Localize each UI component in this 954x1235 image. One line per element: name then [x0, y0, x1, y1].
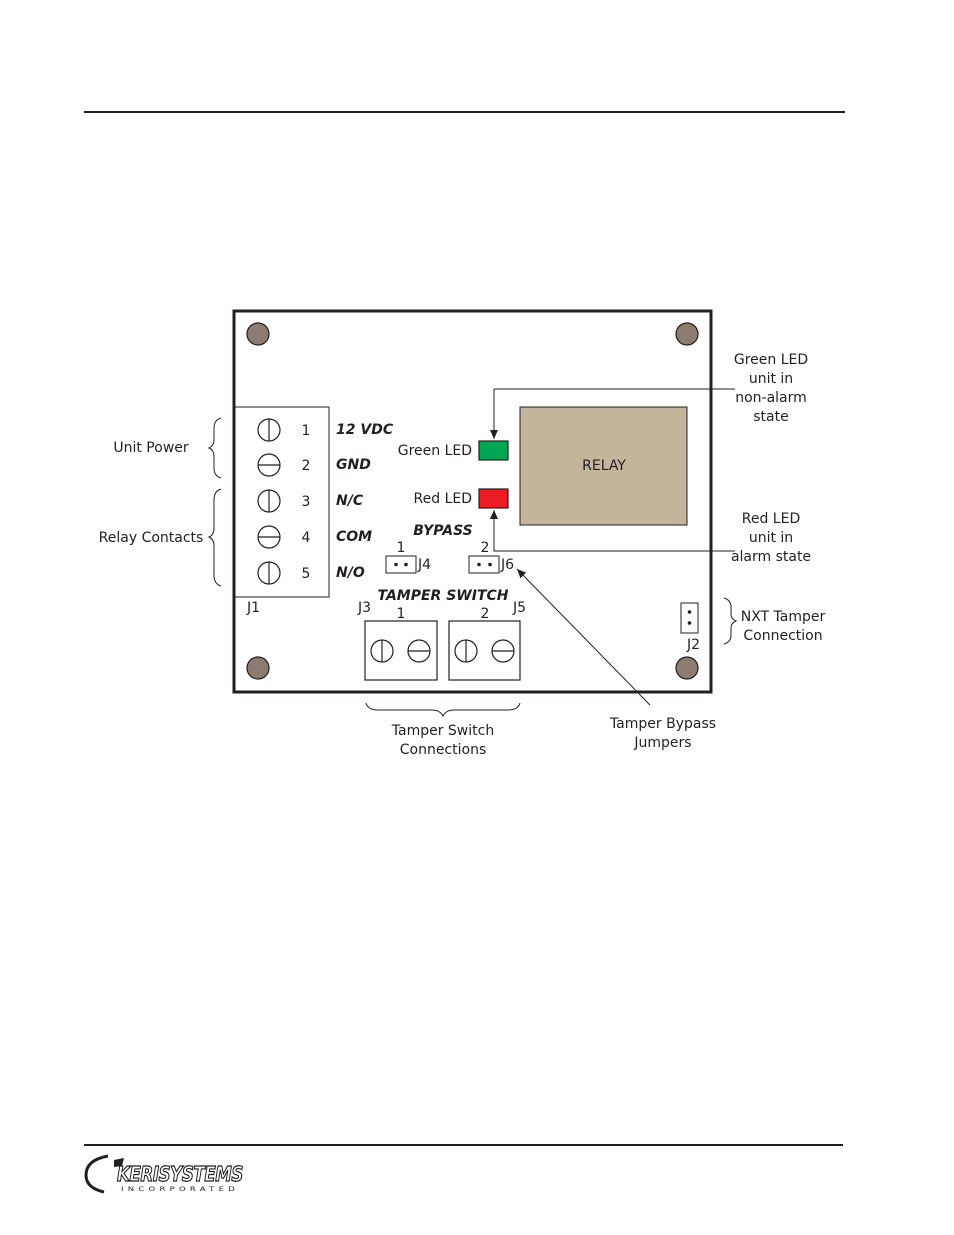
j4-pin-label: 1	[397, 540, 406, 556]
j1-screws	[257, 418, 281, 585]
j1-screw-2	[257, 453, 281, 477]
j6-name: J6	[500, 557, 514, 573]
j1-pin-1: 1	[302, 423, 311, 439]
mounting-hole-top-left	[246, 322, 270, 346]
j1-name: J1	[246, 600, 260, 616]
j1-screw-4	[257, 525, 281, 549]
j4-name: J4	[417, 557, 431, 573]
relay	[519, 406, 688, 526]
keri-systems-logo: KERISYSTEMS INCORPORATED	[84, 1154, 244, 1194]
green-led-callout: Green LED unit in non-alarm state	[734, 352, 808, 425]
svg-text:unit in: unit in	[749, 371, 793, 387]
red-led-pointer	[490, 510, 735, 552]
j5-pin-label: 2	[481, 606, 490, 622]
svg-text:Green LED: Green LED	[734, 352, 808, 368]
green-led	[478, 440, 509, 461]
svg-text:unit in: unit in	[749, 530, 793, 546]
j3-terminal-block	[364, 620, 438, 681]
tamper-bypass-callout: Tamper Bypass Jumpers	[609, 716, 716, 751]
svg-text:Connection: Connection	[743, 628, 822, 644]
mounting-hole-top-right	[675, 322, 699, 346]
j1-pin-4: 4	[302, 530, 311, 546]
svg-text:INCORPORATED: INCORPORATED	[121, 1186, 239, 1193]
mounting-hole-bottom-left	[246, 656, 270, 680]
svg-text:Tamper Switch: Tamper Switch	[391, 723, 494, 739]
j1-screw-1	[257, 418, 281, 442]
svg-text:Tamper Bypass: Tamper Bypass	[609, 716, 716, 732]
red-led-callout: Red LED unit in alarm state	[731, 511, 811, 565]
j1-screw-3	[257, 489, 281, 513]
relay-contacts-callout: Relay Contacts	[99, 530, 204, 546]
tamper-switch-brace	[365, 702, 521, 718]
mounting-hole-bottom-right	[675, 656, 699, 680]
j6-pin-label: 2	[481, 540, 490, 556]
j3-pin-label: 1	[397, 606, 406, 622]
nxt-tamper-callout: NXT Tamper Connection	[741, 609, 826, 644]
j1-label-no: N/O	[336, 565, 365, 581]
svg-text:KERISYSTEMS: KERISYSTEMS	[117, 1162, 243, 1186]
bypass-label: BYPASS	[413, 523, 473, 539]
unit-power-callout: Unit Power	[113, 440, 189, 456]
j1-pin-5: 5	[302, 566, 311, 582]
red-led	[478, 488, 509, 509]
j6-jumper	[468, 555, 500, 574]
j2-connector	[680, 602, 699, 634]
svg-text:Connections: Connections	[400, 742, 487, 758]
j2-name: J2	[686, 637, 700, 653]
j1-label-com: COM	[336, 529, 372, 545]
j5-name: J5	[512, 600, 526, 616]
green-led-label: Green LED	[398, 443, 472, 459]
j1-pin-3: 3	[302, 494, 311, 510]
svg-text:alarm state: alarm state	[731, 549, 811, 565]
svg-text:state: state	[753, 409, 788, 425]
tamper-switch-callout: Tamper Switch Connections	[391, 723, 494, 758]
tamper-switch-label: TAMPER SWITCH	[378, 588, 509, 604]
j1-label-gnd: GND	[336, 457, 371, 473]
svg-text:NXT Tamper: NXT Tamper	[741, 609, 826, 625]
relay-contacts-brace	[207, 488, 222, 587]
tamper-bypass-pointer	[516, 568, 651, 706]
svg-text:Jumpers: Jumpers	[633, 735, 691, 751]
svg-text:Red LED: Red LED	[742, 511, 800, 527]
unit-power-brace	[207, 417, 222, 479]
j1-label-12vdc: 12 VDC	[336, 422, 394, 438]
j5-terminal-block	[448, 620, 521, 681]
j4-jumper	[385, 555, 417, 574]
j1-screw-5	[257, 561, 281, 585]
j3-name: J3	[357, 600, 371, 616]
svg-text:non-alarm: non-alarm	[735, 390, 807, 406]
red-led-label: Red LED	[414, 491, 472, 507]
relay-label: RELAY	[582, 458, 626, 474]
nxt-tamper-brace	[723, 597, 738, 645]
green-led-pointer	[490, 388, 735, 439]
j1-terminal-block	[234, 406, 330, 598]
j1-label-nc: N/C	[336, 493, 364, 509]
j1-pin-2: 2	[302, 458, 311, 474]
